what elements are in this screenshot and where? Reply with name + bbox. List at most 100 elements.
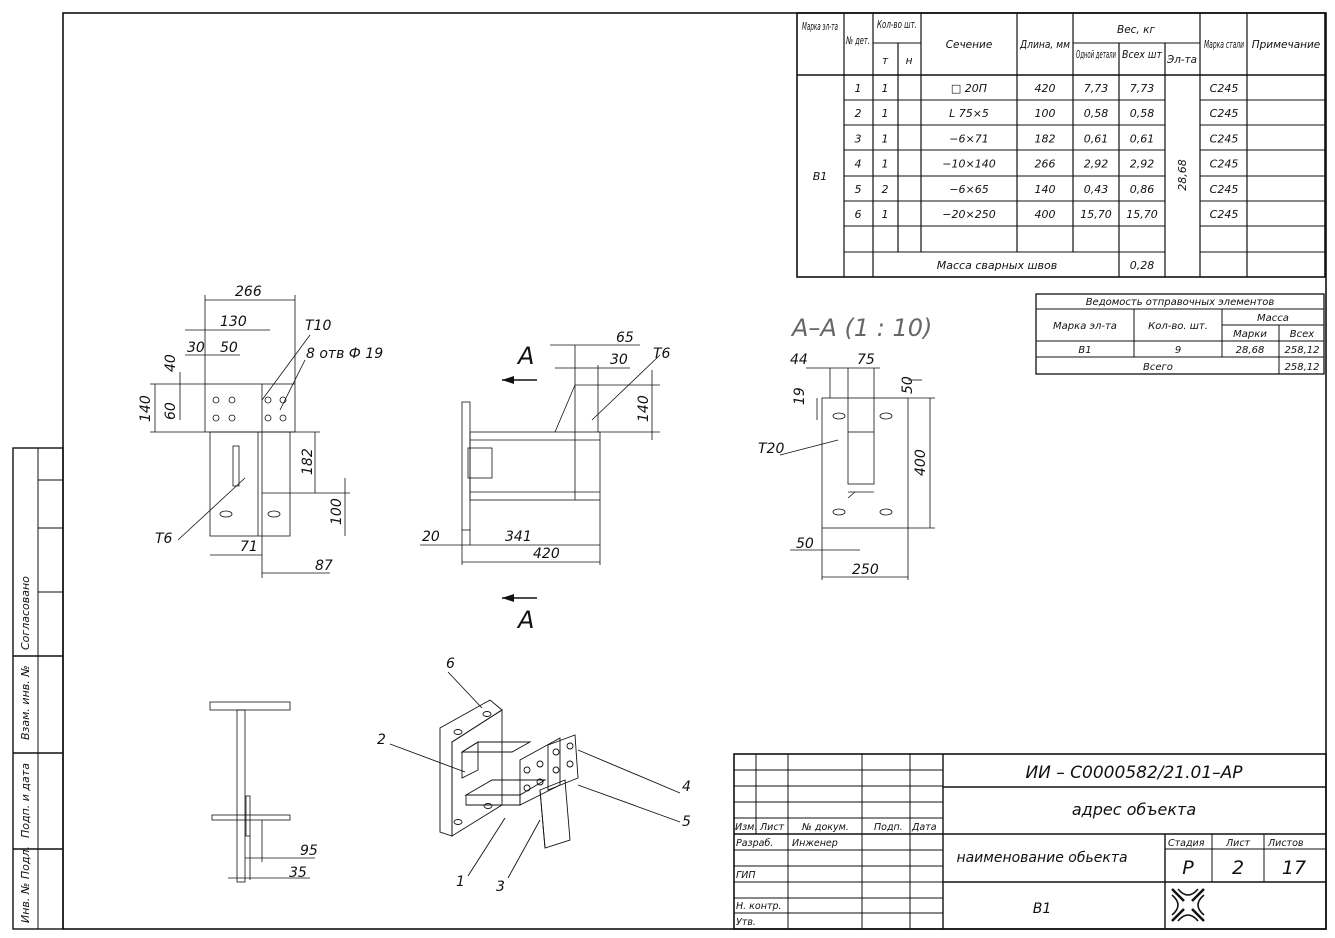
v1-d130: 130 <box>220 314 247 330</box>
spec-cell-w1: 0,61 <box>1084 132 1109 145</box>
shipping-table: Ведомость отправочных элементов Марка эл… <box>1035 293 1325 375</box>
v1-d182: 182 <box>300 448 316 475</box>
tb-stage: Р <box>1182 857 1194 879</box>
tb-gip: ГИП <box>736 870 756 881</box>
section-title: А–А (1 : 10) <box>790 314 932 342</box>
spec-cell-steel: С245 <box>1210 107 1239 120</box>
iso-callout-1: 1 <box>456 874 465 890</box>
spec-cell-steel: С245 <box>1210 82 1239 95</box>
spec-cell-w1: 7,73 <box>1084 82 1109 95</box>
spec-cell-no: 5 <box>855 183 862 196</box>
tb-col-date: Дата <box>911 822 937 833</box>
v1-t10: Т10 <box>305 318 331 334</box>
ship-title: Ведомость отправочных элементов <box>1086 297 1275 308</box>
v2-d65: 65 <box>616 330 634 346</box>
ship-row-mark: B1 <box>1078 345 1091 356</box>
tb-sheet-name: В1 <box>1033 901 1052 917</box>
spec-cell-section: −6×71 <box>949 132 988 145</box>
v3-d400: 400 <box>913 449 929 476</box>
spec-cell-w1: 15,70 <box>1080 208 1112 221</box>
spec-cell-section: −10×140 <box>942 158 995 171</box>
v1-d100: 100 <box>329 498 345 525</box>
spec-cell-length: 140 <box>1035 183 1056 196</box>
v1-d87: 87 <box>315 558 333 574</box>
v2-d30: 30 <box>610 352 628 368</box>
tb-sheet: 2 <box>1232 857 1244 879</box>
spec-elem-weight: 28,68 <box>1176 159 1189 191</box>
v3-d50b: 50 <box>796 536 814 552</box>
tb-col-doc: № докум. <box>801 822 849 833</box>
hdr-qty-t: т <box>882 55 889 67</box>
v3-d19: 19 <box>792 387 808 405</box>
spec-cell-steel: С245 <box>1210 132 1239 145</box>
hdr-weight-all: Всех шт <box>1122 49 1163 61</box>
ship-row-mass-all: 258,12 <box>1285 345 1320 356</box>
spec-cell-length: 182 <box>1035 132 1056 145</box>
stamp-agreed: Согласовано <box>19 576 32 650</box>
v2-t6: Т6 <box>653 346 671 362</box>
v4-d95: 95 <box>300 843 318 859</box>
spec-cell-length: 420 <box>1035 82 1056 95</box>
hdr-weight-elem: Эл-та <box>1166 54 1197 66</box>
v1-d266: 266 <box>235 284 262 300</box>
v2-d420: 420 <box>533 546 560 562</box>
spec-cell-qty: 2 <box>882 183 889 196</box>
tb-address: адрес объекта <box>1072 800 1196 819</box>
spec-cell-no: 3 <box>855 132 862 145</box>
spec-cell-wall: 2,92 <box>1130 158 1155 171</box>
tb-sheets: 17 <box>1282 857 1306 879</box>
stamp-inv: Инв. № Подл. <box>19 846 32 923</box>
v3-d75: 75 <box>857 352 875 368</box>
spec-cell-no: 6 <box>855 208 862 221</box>
v3-d250: 250 <box>852 562 879 578</box>
spec-cell-wall: 0,58 <box>1130 107 1155 120</box>
spec-cell-qty: 1 <box>882 82 889 95</box>
hdr-weight-one: Одной детали <box>1076 49 1116 61</box>
hdr-mark: Марка эл-та <box>802 21 838 33</box>
iso-callout-4: 4 <box>682 779 691 795</box>
section-mark-top: А <box>516 342 534 370</box>
tb-col-list: Лист <box>759 822 785 833</box>
hdr-length: Длина, мм <box>1019 39 1070 51</box>
side-stamp: Согласовано Взам. инв. № Подп. и дата Ин… <box>12 447 64 930</box>
tb-sheets-label: Листов <box>1267 838 1304 849</box>
v1-d140: 140 <box>138 395 154 422</box>
spec-cell-no: 2 <box>855 107 862 120</box>
v1-d40: 40 <box>163 354 179 372</box>
spec-cell-qty: 1 <box>882 107 889 120</box>
view-isometric: 6 2 1 3 4 5 <box>377 656 691 895</box>
tb-stage-label: Стадия <box>1168 838 1205 849</box>
tb-razrab: Разраб. <box>736 838 773 849</box>
tb-engineer: Инженер <box>792 838 838 849</box>
ship-row-qty: 9 <box>1175 345 1181 356</box>
title-block: Изм. Лист № докум. Подп. Дата Разраб. Ин… <box>733 753 1327 930</box>
hdr-section: Сечение <box>946 39 993 51</box>
v1-d71: 71 <box>240 539 258 555</box>
stamp-vzam: Взам. инв. № <box>19 665 32 740</box>
spec-cell-no: 1 <box>855 82 862 95</box>
hdr-qty: Кол-во шт. <box>877 19 917 31</box>
hdr-note: Примечание <box>1252 39 1321 51</box>
spec-mark-value: B1 <box>813 170 828 183</box>
tb-col-izm: Изм. <box>735 822 757 833</box>
spec-cell-section: −6×65 <box>949 183 988 196</box>
iso-callout-2: 2 <box>377 732 386 748</box>
ship-total-value: 258,12 <box>1285 362 1320 373</box>
spec-cell-w1: 2,92 <box>1084 158 1109 171</box>
v1-d60: 60 <box>163 402 179 420</box>
v1-d30: 30 <box>187 340 205 356</box>
ship-col-mass: Масса <box>1257 313 1289 324</box>
spec-cell-wall: 0,86 <box>1130 183 1155 196</box>
spec-cell-steel: С245 <box>1210 158 1239 171</box>
tb-sheet-label: Лист <box>1225 838 1251 849</box>
view-side: 65 30 Т6 140 20 341 420 А А <box>420 330 671 634</box>
view-front: 266 130 30 50 40 60 140 182 100 71 87 Т1… <box>138 284 383 578</box>
stamp-podp: Подп. и дата <box>19 763 32 838</box>
spec-cell-steel: С245 <box>1210 208 1239 221</box>
spec-cell-qty: 1 <box>882 158 889 171</box>
spec-table: Марка эл-та № дет. Кол-во шт. т н Сечени… <box>796 12 1326 278</box>
spec-cell-no: 4 <box>855 158 862 171</box>
weld-label: Масса сварных швов <box>937 259 1057 272</box>
hdr-weight: Вес, кг <box>1117 24 1155 36</box>
